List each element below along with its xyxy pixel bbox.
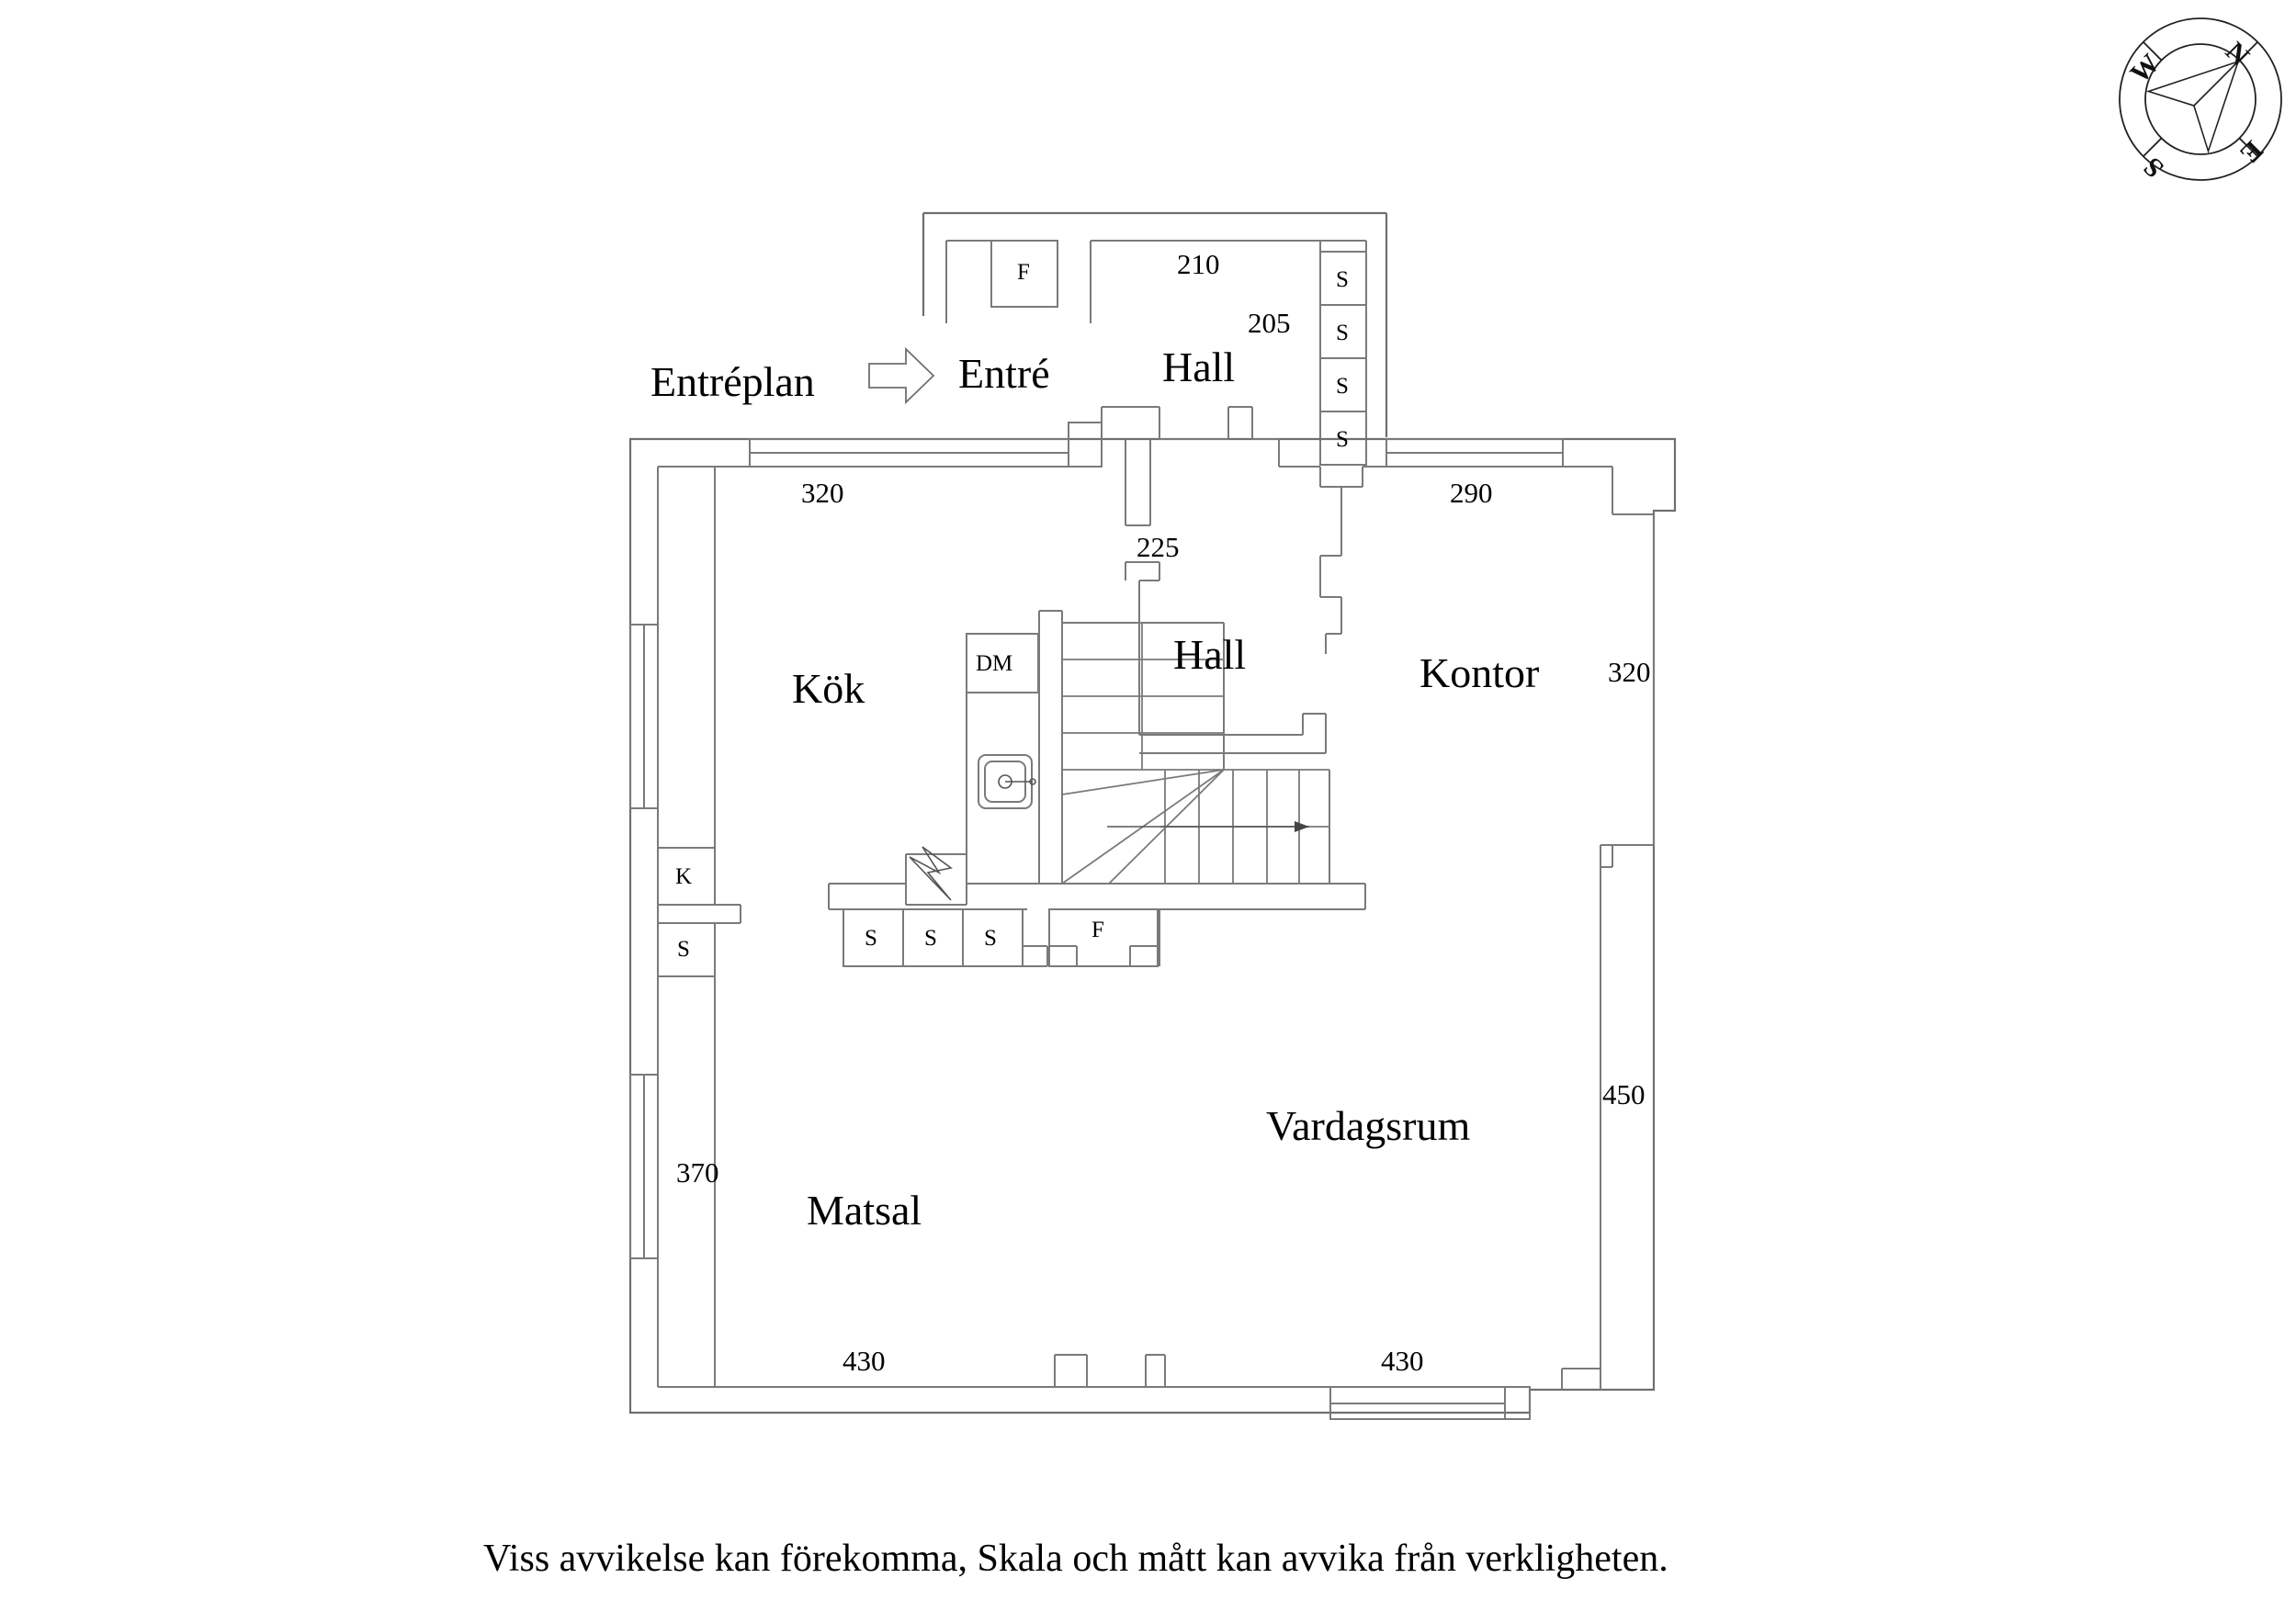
dimension-430-left: 430	[843, 1345, 886, 1377]
room-label-kontor: Kontor	[1419, 649, 1540, 696]
fixture-label-dm: DM	[976, 651, 1013, 676]
room-label-entre: Entré	[958, 350, 1050, 397]
fixture-label-k: K	[675, 864, 693, 889]
dimension-225: 225	[1137, 531, 1180, 563]
dimension-450: 450	[1602, 1078, 1646, 1110]
fixture-label-s-base-1: S	[865, 926, 877, 951]
page-title: Entréplan	[650, 358, 815, 405]
dimension-370: 370	[676, 1156, 719, 1189]
fixture-label-s-hall-1: S	[1336, 267, 1349, 292]
disclaimer-caption: Viss avvikelse kan förekomma, Skala och …	[483, 1538, 1668, 1580]
room-label-matsal: Matsal	[807, 1187, 922, 1234]
fixture-label-f-entre: F	[1017, 260, 1030, 285]
fixture-label-s-base-3: S	[984, 926, 997, 951]
fixture-label-s-wall: S	[677, 937, 690, 962]
dimension-205: 205	[1248, 307, 1291, 339]
room-label-hall-lower: Hall	[1173, 631, 1247, 678]
fixture-label-s-hall-2: S	[1336, 321, 1349, 345]
dimension-320-kontor: 320	[1608, 656, 1651, 688]
fixture-label-f-lower: F	[1091, 918, 1104, 942]
dimension-290: 290	[1450, 477, 1493, 509]
fixture-label-s-hall-4: S	[1336, 427, 1349, 452]
entrance-arrow-icon	[868, 347, 935, 404]
room-label-hall-upper: Hall	[1162, 344, 1236, 390]
dimension-210: 210	[1177, 248, 1220, 280]
room-label-kok: Kök	[792, 665, 865, 712]
dimension-320-kitchen: 320	[801, 477, 844, 509]
fixture-label-s-hall-3: S	[1336, 374, 1349, 399]
room-label-vardagsrum: Vardagsrum	[1266, 1102, 1471, 1149]
dimension-430-right: 430	[1381, 1345, 1424, 1377]
fixture-label-s-base-2: S	[924, 926, 937, 951]
compass-rose-graphic	[2119, 17, 2282, 181]
